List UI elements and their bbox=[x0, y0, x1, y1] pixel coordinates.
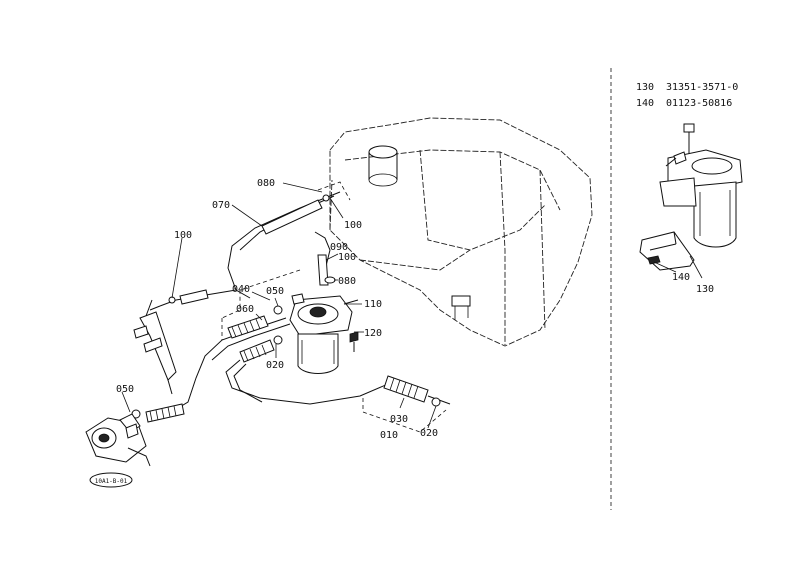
callout-labels: 080 070 100 100 090 100 080 040 050 060 … bbox=[116, 178, 438, 441]
tank-filler-cap bbox=[368, 145, 398, 187]
callout-100: 100 bbox=[174, 230, 192, 241]
callout-060: 060 bbox=[236, 304, 254, 315]
callout-100: 100 bbox=[338, 252, 356, 263]
figure-code-stamp: 10A1-B-01 bbox=[89, 472, 133, 488]
callout-050: 050 bbox=[266, 286, 284, 297]
filter-bolt-120 bbox=[349, 331, 359, 352]
fuel-hose-lines bbox=[145, 181, 451, 433]
hose-clamps bbox=[131, 194, 441, 419]
part-ref: 140 bbox=[636, 98, 654, 109]
part-number: 01123-50816 bbox=[666, 98, 732, 109]
callout-010: 010 bbox=[380, 430, 398, 441]
leader-lines bbox=[121, 182, 437, 429]
callout-080: 080 bbox=[257, 178, 275, 189]
callout-040: 040 bbox=[232, 284, 250, 295]
callout-080: 080 bbox=[338, 276, 356, 287]
callout-090: 090 bbox=[330, 242, 348, 253]
callout-100: 100 bbox=[344, 220, 362, 231]
tank-outlet bbox=[451, 295, 471, 320]
callout-050: 050 bbox=[116, 384, 134, 395]
figure-code: 10A1-B-01 bbox=[95, 478, 128, 485]
fuel-feed-pump bbox=[85, 413, 151, 467]
inset-part-list: 130 31351-3571-0 140 01123-50816 bbox=[636, 82, 738, 109]
inset-filter-assembly bbox=[659, 123, 743, 248]
part-number: 31351-3571-0 bbox=[666, 82, 738, 93]
callout-030: 030 bbox=[390, 414, 408, 425]
callout-020: 020 bbox=[420, 428, 438, 439]
inset-leaders bbox=[653, 255, 703, 279]
callout-130: 130 bbox=[696, 284, 714, 295]
injector-nozzle bbox=[133, 299, 177, 395]
inset-bracket bbox=[639, 231, 695, 271]
callout-140: 140 bbox=[672, 272, 690, 283]
callout-070: 070 bbox=[212, 200, 230, 211]
part-ref: 130 bbox=[636, 82, 654, 93]
fuel-filter-assembly bbox=[289, 293, 359, 374]
callout-120: 120 bbox=[364, 328, 382, 339]
callout-110: 110 bbox=[364, 299, 382, 310]
callout-020: 020 bbox=[266, 360, 284, 371]
fuel-tank bbox=[329, 117, 593, 347]
